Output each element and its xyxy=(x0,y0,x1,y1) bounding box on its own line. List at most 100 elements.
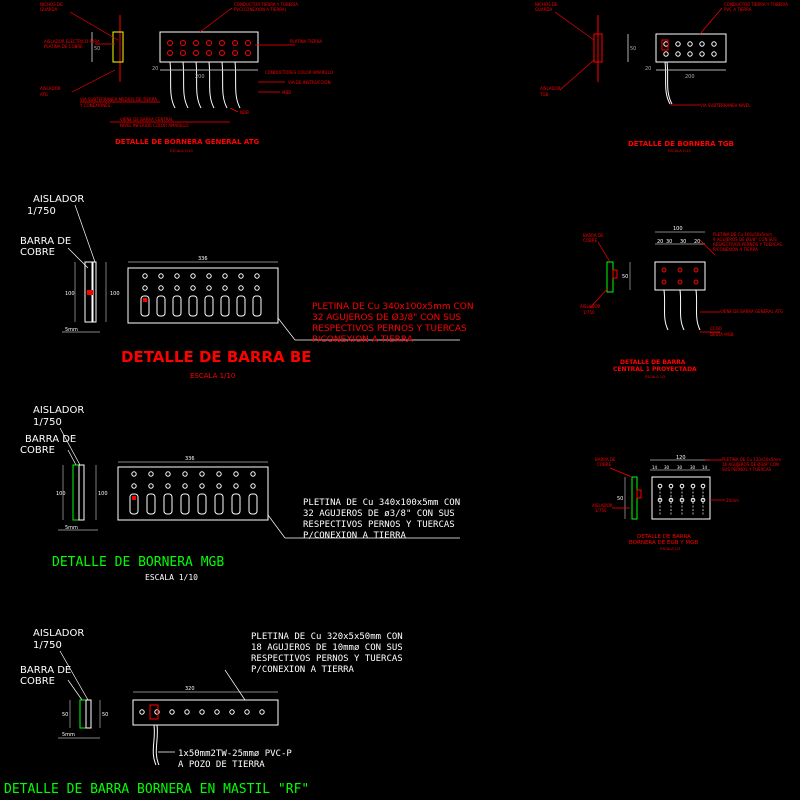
rf-cable-note: A POZO DE TIERRA xyxy=(178,760,265,770)
atg-label: VIA DE INSTRUCCION xyxy=(288,80,331,85)
tgb-label: PVC A TIERRA xyxy=(724,7,752,12)
be-aislador-label: AISLADOR xyxy=(33,194,84,205)
sr-copper-bar xyxy=(651,476,711,520)
tgb-label: AISLADOR xyxy=(540,86,561,91)
mgb-aislador-size: 1/750 xyxy=(33,417,62,428)
sr-dim-120: 120 xyxy=(676,455,686,461)
rf-aislador-size: 1/750 xyxy=(33,640,62,651)
central-dim-50: 50 xyxy=(622,274,628,280)
central-dim: 30 xyxy=(666,239,672,245)
central-title: DETALLE DE BARRA xyxy=(620,359,686,366)
atg-label: PLATINA DE COBRE xyxy=(44,44,83,49)
mgb-barra-label: BARRA DE xyxy=(25,434,76,445)
atg-scale: ESCALA 1/10 xyxy=(170,149,193,153)
sr-dim-50: 50 xyxy=(617,496,623,502)
rf-cobre-label: COBRE xyxy=(20,676,55,687)
sr-dim: 14 xyxy=(652,465,658,470)
be-copper-bar xyxy=(127,267,279,324)
central-scale: ESCALA 1/5 xyxy=(645,375,665,379)
rf-dim-320: 320 xyxy=(185,686,195,692)
mgb-note: RESPECTIVOS PERNOS Y TUERCAS xyxy=(303,520,455,530)
central-dim: 20 xyxy=(694,239,700,245)
atg-label: VIENE DE BARRA CENTRAL xyxy=(120,117,174,122)
central-copper-bar xyxy=(654,261,706,291)
mgb-dim-336: 336 xyxy=(185,456,195,462)
central-label: CCGO xyxy=(710,326,722,331)
mgb-note: 32 AGUJEROS DE ø3/8" CON SUS xyxy=(303,509,455,519)
sr-scale: ESCALA 1/5 xyxy=(660,547,680,551)
be-title: DETALLE DE BARRA BE xyxy=(121,348,312,366)
sr-label: 16 AGUJEROS DE Ø3/8" CON xyxy=(722,462,779,467)
atg-label: GUARDA xyxy=(40,7,58,12)
central-label: VIENE DE BARRA GENERAL ATG xyxy=(720,309,783,314)
atg-label: PLATINA TIERRA xyxy=(290,39,322,44)
be-barra-label: BARRA DE xyxy=(20,236,71,247)
be-dim-336: 336 xyxy=(198,256,208,262)
central-label: P/CONEXION A TIERRA xyxy=(713,247,758,252)
central-dim: 30 xyxy=(680,239,686,245)
rf-copper-bar xyxy=(132,699,279,726)
atg-label: NICHOS DE xyxy=(40,2,63,7)
be-note: PLETINA DE Cu 340x100x5mm CON xyxy=(312,302,474,312)
atg-label: ATG xyxy=(40,92,48,97)
sr-label: AISLADOR xyxy=(592,503,613,508)
tgb-dim: 50 xyxy=(630,46,636,52)
sr-label: COBRE xyxy=(597,462,611,467)
sr-dim: 30 xyxy=(677,465,683,470)
rf-note: RESPECTIVOS PERNOS Y TUERCAS xyxy=(251,654,403,664)
atg-dim: 200 xyxy=(195,74,205,80)
tgb-label: NICHOS DE xyxy=(535,2,558,7)
mgb-dim-left: 100 xyxy=(56,491,66,497)
atg-label: NDB xyxy=(240,110,249,115)
be-note: 32 AGUJEROS DE Ø3/8" CON SUS xyxy=(312,312,461,323)
sr-dim: 30 xyxy=(690,465,696,470)
rf-note: P/CONEXION A TIERRA xyxy=(251,665,355,675)
mgb-note: P/CONEXION A TIERRA xyxy=(303,531,407,541)
mgb-detail: AISLADOR 1/750 BARRA DE COBRE 100 100 5m… xyxy=(20,405,460,582)
tgb-title: DETALLE DE BORNERA TGB xyxy=(628,140,734,148)
be-dim-right: 100 xyxy=(110,291,120,297)
tgb-dim: 200 xyxy=(685,74,695,80)
atg-label: CONDUCTOR TIERRA Y TUBERIA xyxy=(234,2,298,7)
rf-aislador-label: AISLADOR xyxy=(33,628,84,639)
sr-title: BORNERA DE EGB Y MGB xyxy=(629,540,698,546)
atg-dim: 20 xyxy=(152,66,158,72)
atg-label: NIVEL INFERIOR COLOR AMARILLO xyxy=(120,123,189,128)
be-aislador-size: 1/750 xyxy=(27,206,56,217)
rf-barra-label: BARRA DE xyxy=(20,665,71,676)
atg-label: CONDUCTORES COLOR AMARILLO xyxy=(265,70,333,75)
sr-dim: 30 xyxy=(664,465,670,470)
atg-label: MBB xyxy=(282,90,291,95)
tgb-label: TGB xyxy=(539,92,549,97)
tgb-detail: NICHOS DE GUARDA CONDUCTOR TIERRA Y TUBE… xyxy=(535,2,788,153)
central-dim: 20 xyxy=(657,239,663,245)
mgb-dim-right: 100 xyxy=(98,491,108,497)
central-label: PLETINA DE Cu 100x50x5mm xyxy=(713,232,772,237)
sr-label: SUS PERNOS Y TUERCAS xyxy=(722,467,772,472)
atg-dim: 50 xyxy=(94,46,100,52)
be-cobre-label: COBRE xyxy=(20,247,55,258)
be-dim-5mm: 5mm xyxy=(65,327,78,333)
be-note: P/CONEXION A TIERRA xyxy=(312,335,414,345)
mgb-dim-5mm: 5mm xyxy=(65,525,78,531)
sr-dim: 14 xyxy=(702,465,708,470)
be-detail: AISLADOR 1/750 BARRA DE COBRE 100 100 5m… xyxy=(20,194,474,380)
sr-label: BARRA DE xyxy=(595,457,616,462)
atg-title: DETALLE DE BORNERA GENERAL ATG xyxy=(115,138,259,146)
central-label: AISLADOR xyxy=(580,304,601,309)
rf-note: PLETINA DE Cu 320x5x50mm CON xyxy=(251,632,403,642)
atg-label: AISLADOR xyxy=(40,86,61,91)
be-dim-left: 100 xyxy=(65,291,75,297)
rf-dim-right: 50 xyxy=(102,712,108,718)
atg-detail: NICHOS DE GUARDA CONDUCTOR TIERRA Y TUBE… xyxy=(40,2,333,153)
atg-copper-bar xyxy=(159,31,259,63)
mgb-title: DETALLE DE BORNERA MGB xyxy=(52,555,224,570)
tgb-label: CONDUCTOR TIERRA Y TUBERIA xyxy=(724,2,788,7)
sr-label: 20mm xyxy=(726,498,739,503)
rf-note: 18 AGUJEROS DE 10mmø CON SUS xyxy=(251,643,403,653)
tgb-label: GUARDA xyxy=(535,7,553,12)
tgb-copper-bar xyxy=(655,33,727,63)
central-label: BARRA DE xyxy=(583,233,604,238)
rf-title: DETALLE DE BARRA BORNERA EN MASTIL "RF" xyxy=(4,782,309,797)
